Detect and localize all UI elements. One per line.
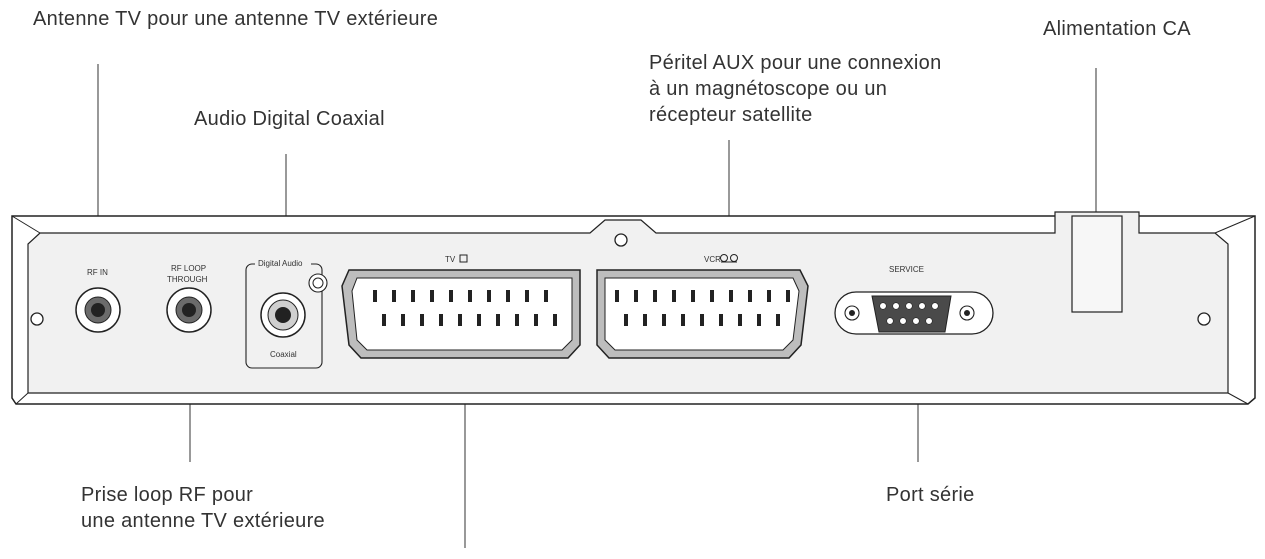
vcr-icon [720,254,738,263]
rf-in-pin [91,303,105,317]
tv-icon [459,254,468,263]
scart-tv-pins [373,290,557,326]
callout-tv-antenna: Antenne TV pour une antenne TV extérieur… [33,8,439,30]
housing-edge-left [11,215,41,234]
housing-edge-bottom-left [15,392,29,405]
serial-screw-left-hole [849,310,855,316]
digital-audio-label-bg [255,258,311,270]
serial-port-pins [879,302,939,325]
screw-top-icon [614,233,628,247]
scart-tv-label: TV [445,255,456,264]
rf-loop-label-line2: THROUGH [167,275,208,284]
serial-screw-right-hole [964,310,970,316]
callout-rf-loop: Prise loop RF pour une antenne TV extéri… [81,484,325,532]
power-cord-slot [1071,215,1123,313]
serial-port-connector [871,295,952,333]
housing-edge-bottom-right [1227,392,1249,405]
coaxial-indicator-inner-icon [312,277,324,289]
rf-in-label: RF IN [87,268,108,277]
digital-audio-label: Digital Audio [258,259,303,268]
rf-loop-pin [182,303,196,317]
callout-scart-aux: Péritel AUX pour une connexion à un magn… [649,52,942,126]
screw-right-icon [1197,312,1211,326]
callout-serial-port: Port série [886,484,975,506]
housing-edge-right [1214,215,1256,234]
scart-vcr-pins [615,290,790,326]
screw-left-icon [30,312,44,326]
coaxial-pin [275,307,291,323]
callout-ac-power: Alimentation CA [1043,18,1191,40]
rf-loop-label-line1: RF LOOP [171,264,206,273]
callout-digital-audio: Audio Digital Coaxial [194,108,385,130]
coaxial-label: Coaxial [270,350,297,359]
service-label: SERVICE [889,265,924,274]
scart-vcr-label: VCR [704,255,721,264]
